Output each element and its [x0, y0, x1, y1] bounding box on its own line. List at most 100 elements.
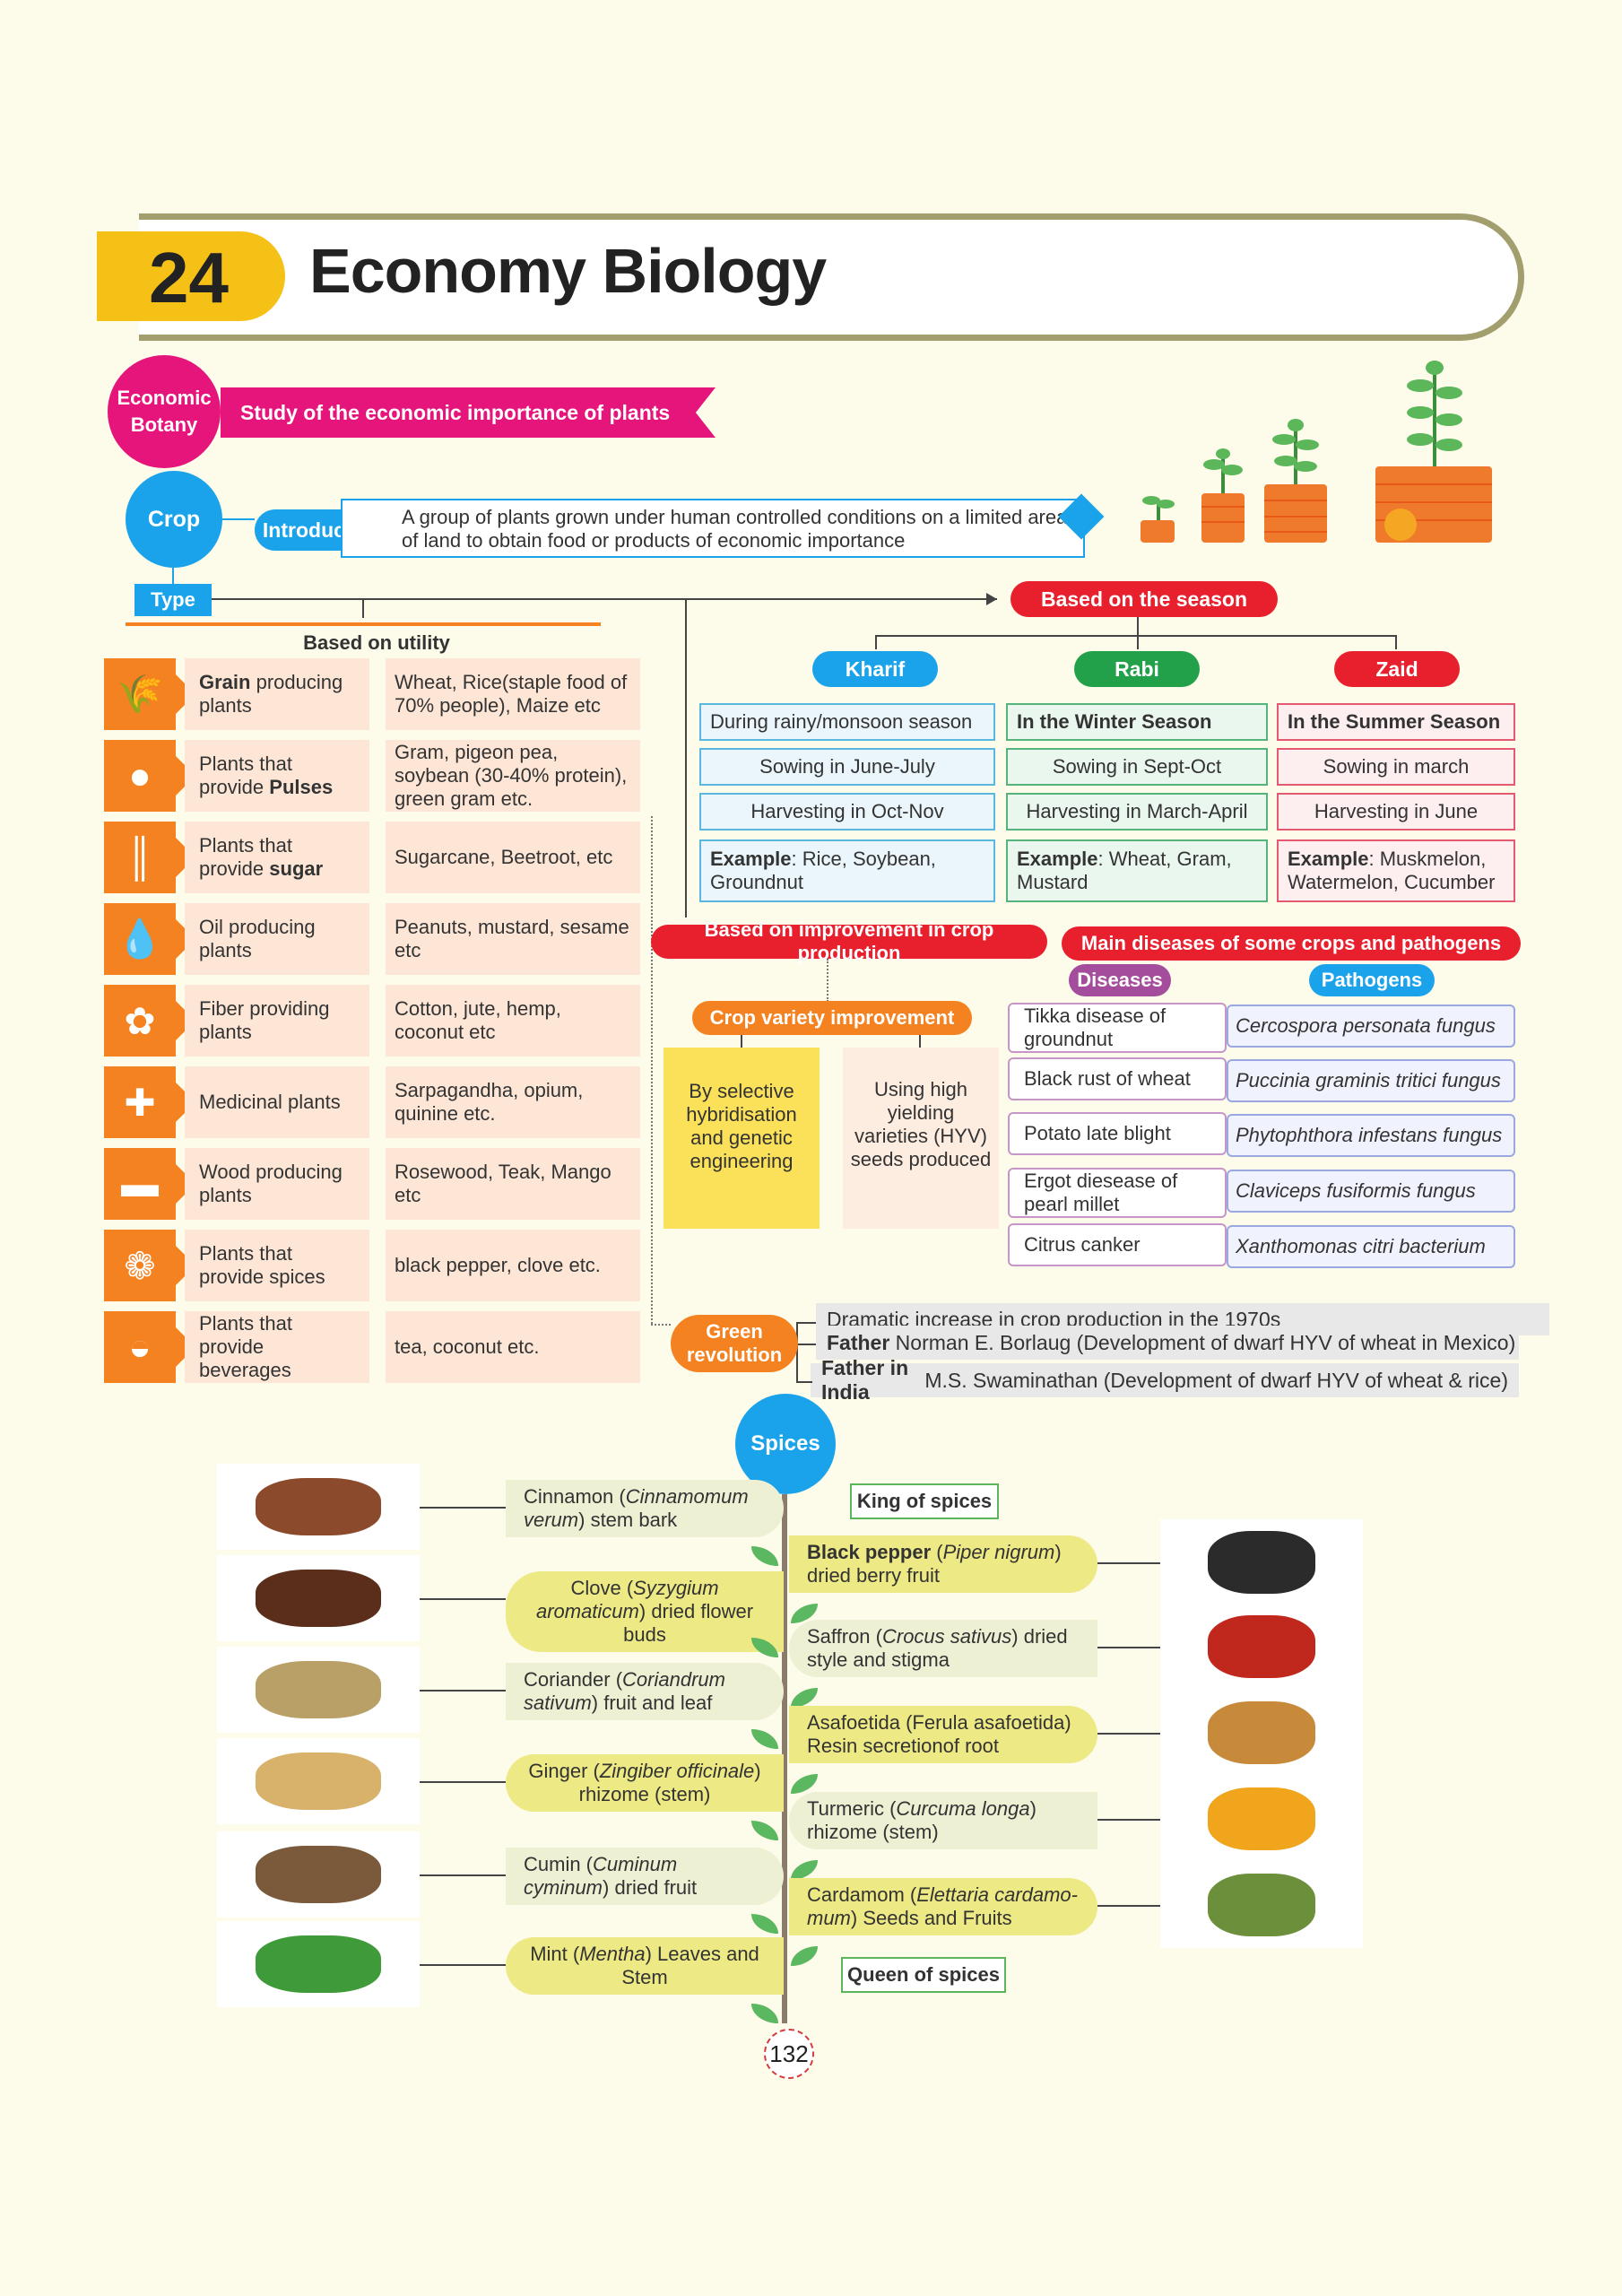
disease-name: Potato late blight: [1008, 1112, 1227, 1155]
turmeric-photo-shape: [1208, 1787, 1315, 1850]
leaf-icon: [791, 1688, 818, 1708]
cumin-photo-shape: [256, 1846, 381, 1903]
utility-example: Gram, pigeon pea, soybean (30-40% protei…: [386, 740, 640, 812]
cinnamon-photo: [217, 1464, 420, 1550]
spice-label: Cumin (Cuminum cyminum) dried fruit: [506, 1848, 784, 1905]
leaf-icon: [751, 1914, 778, 1934]
season-when: In the Winter Season: [1006, 703, 1268, 741]
utility-example: Wheat, Rice(staple food of 70% people), …: [386, 658, 640, 730]
season-harvest: Harvesting in Oct-Nov: [699, 793, 995, 831]
hyv-seeds-box: Using high yielding varieties (HYV) seed…: [843, 1048, 999, 1229]
season-when: During rainy/monsoon season: [699, 703, 995, 741]
sugarcane-icon: ║: [104, 822, 195, 893]
utility-example: Sarpagandha, opium, quinine etc.: [386, 1066, 640, 1138]
pathogen-name: Cercospora personata fungus: [1227, 1004, 1515, 1048]
season-sowing: Sowing in Sept-Oct: [1006, 748, 1268, 786]
oil-drop-icon: 💧: [104, 903, 195, 975]
cumin-photo: [217, 1831, 420, 1918]
disease-name: Citrus canker: [1008, 1223, 1227, 1266]
spice-label: Mint (Mentha) Leaves and Stem: [506, 1937, 784, 1995]
utility-category-label: Plants that provide beverages: [185, 1311, 369, 1383]
pathogen-name: Puccinia graminis tritici fungus: [1227, 1059, 1515, 1102]
utility-category-label: Plants that provide spices: [185, 1230, 369, 1301]
pathogen-name: Claviceps fusiformis fungus: [1227, 1170, 1515, 1213]
wheat-icon: 🌾: [104, 658, 195, 730]
type-label: Type: [134, 584, 212, 616]
spice-label: Cardamom (Elettaria cardamo-mum) Seeds a…: [789, 1878, 1097, 1935]
season-example: Example: Muskmelon, Watermelon, Cucumber: [1277, 839, 1515, 902]
utility-category-label: Plants that provide Pulses: [185, 740, 369, 812]
crop-definition: A group of plants grown under human cont…: [341, 499, 1085, 558]
economic-botany-circle: Economic Botany: [108, 355, 221, 468]
chapter-number-badge: 24: [97, 231, 285, 321]
coriander-photo: [217, 1647, 420, 1733]
economic-botany-banner: Study of the economic importance of plan…: [221, 387, 716, 438]
leaf-icon: [751, 1546, 778, 1566]
season-zaid: Zaid: [1334, 651, 1460, 687]
green-revolution-label: Green revolution: [671, 1315, 798, 1372]
pathogens-column-label: Pathogens: [1309, 964, 1435, 996]
utility-category-label: Medicinal plants: [185, 1066, 369, 1138]
page-number: 132: [764, 2029, 814, 2079]
black-pepper-photo: [1160, 1519, 1363, 1605]
asafoetida-photo: [1160, 1690, 1363, 1776]
ginger-photo-shape: [256, 1752, 381, 1810]
utility-example: Peanuts, mustard, sesame etc: [386, 903, 640, 975]
selective-hybridisation-box: By selective hybridisation and genetic e…: [664, 1048, 820, 1229]
spice-label: Coriander (Coriandrum sativum) fruit and…: [506, 1663, 784, 1720]
leaf-icon: [791, 1774, 818, 1794]
cardamom-photo: [1160, 1862, 1363, 1948]
utility-category-label: Grain producing plants: [185, 658, 369, 730]
utility-category-label: Wood producing plants: [185, 1148, 369, 1220]
gr-line2: Father Norman E. Borlaug (Development of…: [816, 1326, 1519, 1360]
asafoetida-photo-shape: [1208, 1701, 1315, 1764]
season-heading: Based on the season: [1010, 581, 1278, 617]
utility-example: black pepper, clove etc.: [386, 1230, 640, 1301]
cardamom-photo-shape: [1208, 1874, 1315, 1936]
spice-label: Saffron (Crocus sativus) dried style and…: [789, 1620, 1097, 1677]
saffron-photo: [1160, 1604, 1363, 1690]
leaf-icon: [791, 1946, 818, 1966]
clove-photo-shape: [256, 1570, 381, 1627]
spice-label: Turmeric (Curcuma longa) rhizome (stem): [789, 1792, 1097, 1849]
crop-circle: Crop: [126, 471, 222, 568]
saffron-photo-shape: [1208, 1615, 1315, 1678]
chapter-header-frame: [139, 213, 1524, 341]
chapter-title: Economy Biology: [309, 236, 827, 306]
coin-plant-growth-illustration: [1141, 361, 1492, 543]
leaf-icon: [751, 1729, 778, 1749]
mint-photo: [217, 1921, 420, 2007]
utility-example: tea, coconut etc.: [386, 1311, 640, 1383]
mint-photo-shape: [256, 1935, 381, 1993]
leaf-icon: [791, 1860, 818, 1880]
spices-circle: Spices: [735, 1394, 836, 1494]
spice-label: Cinnamon (Cinnamomum verum) stem bark: [506, 1480, 784, 1537]
spice-stem: [782, 1494, 787, 2023]
crop-connector: [222, 518, 255, 520]
crop-variety-improvement: Crop variety improvement: [692, 1001, 972, 1035]
season-harvest: Harvesting in June: [1277, 793, 1515, 831]
utility-category-label: Plants that provide sugar: [185, 822, 369, 893]
leaf-icon: [751, 2004, 778, 2023]
utility-example: Rosewood, Teak, Mango etc: [386, 1148, 640, 1220]
disease-name: Tikka disease of groundnut: [1008, 1003, 1227, 1053]
cinnamon-photo-shape: [256, 1478, 381, 1535]
utility-example: Cotton, jute, hemp, coconut etc: [386, 985, 640, 1057]
diseases-column-label: Diseases: [1069, 964, 1171, 996]
diseases-heading: Main diseases of some crops and pathogen…: [1062, 926, 1521, 961]
ginger-photo: [217, 1738, 420, 1824]
pathogen-name: Xanthomonas citri bacterium: [1227, 1225, 1515, 1268]
queen-of-spices-label: Queen of spices: [841, 1957, 1006, 1993]
black-pepper-photo-shape: [1208, 1531, 1315, 1594]
coconut-icon: ◒: [104, 1311, 195, 1383]
spice-label: Asafoetida (Ferula asafoetida) Resin sec…: [789, 1706, 1097, 1763]
turmeric-photo: [1160, 1776, 1363, 1862]
utility-heading: Based on utility: [303, 631, 450, 654]
pulses-icon: ●: [104, 740, 195, 812]
season-when: In the Summer Season: [1277, 703, 1515, 741]
utility-example: Sugarcane, Beetroot, etc: [386, 822, 640, 893]
season-example: Example: Rice, Soybean, Groundnut: [699, 839, 995, 902]
spice-label: Ginger (Zingiber officinale) rhizome (st…: [506, 1754, 784, 1812]
improvement-heading: Based on improvement in crop production: [651, 918, 1047, 964]
leaf-icon: [751, 1821, 778, 1840]
